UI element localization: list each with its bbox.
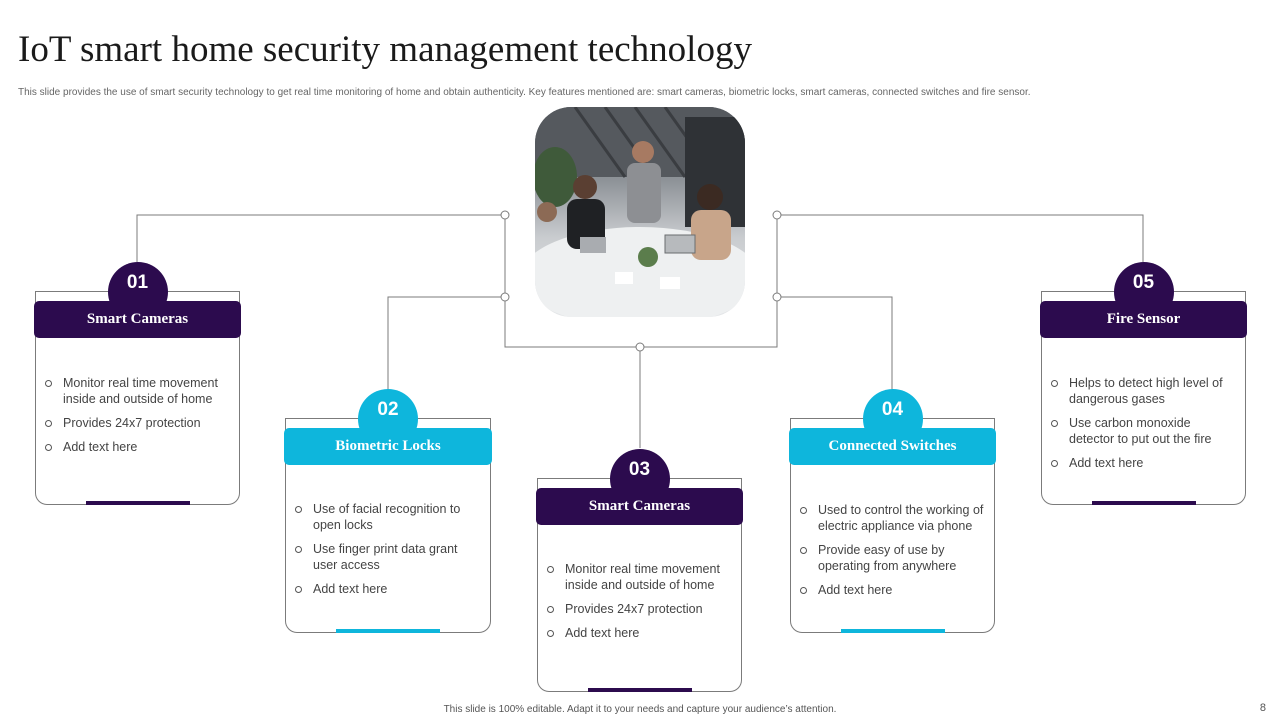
connector-node [772,292,782,302]
card-title: Smart Cameras [536,488,743,525]
page-number: 8 [1259,702,1266,714]
card-title: Connected Switches [789,428,996,465]
card-accent-bar [336,629,440,633]
card-title: Smart Cameras [34,301,241,338]
list-item: Use finger print data grant user access [294,541,480,573]
feature-list: Use of facial recognition to open locks … [294,501,480,605]
list-item: Add text here [294,581,480,597]
team-meeting-photo [535,107,745,317]
connector-node [500,292,510,302]
connector-node [635,342,645,352]
list-item: Use carbon monoxide detector to put out … [1050,415,1235,447]
feature-card-fire-sensor: 05 Fire Sensor Helps to detect high leve… [1040,262,1247,505]
connector-node [500,210,510,220]
slide-subtitle: This slide provides the use of smart sec… [18,87,1031,98]
list-item: Monitor real time movement inside and ou… [546,561,731,593]
list-item: Provides 24x7 protection [546,601,731,617]
list-item: Used to control the working of electric … [799,502,984,534]
list-item: Add text here [44,439,229,455]
list-item: Monitor real time movement inside and ou… [44,375,229,407]
list-item: Add text here [546,625,731,641]
list-item: Provides 24x7 protection [44,415,229,431]
feature-list: Monitor real time movement inside and ou… [44,375,229,463]
card-accent-bar [587,688,692,692]
feature-card-connected-switches: 04 Connected Switches Used to control th… [789,389,996,633]
card-title: Biometric Locks [284,428,492,465]
connector-node [772,210,782,220]
feature-card-biometric-locks: 02 Biometric Locks Use of facial recogni… [284,389,492,633]
slide-footer: This slide is 100% editable. Adapt it to… [443,704,837,715]
list-item: Use of facial recognition to open locks [294,501,480,533]
feature-card-smart-cameras: 01 Smart Cameras Monitor real time movem… [34,262,241,505]
feature-list: Used to control the working of electric … [799,502,984,606]
card-accent-bar [1091,501,1196,505]
list-item: Provide easy of use by operating from an… [799,542,984,574]
feature-card-smart-cameras-2: 03 Smart Cameras Monitor real time movem… [536,449,743,692]
card-accent-bar [840,629,945,633]
feature-list: Helps to detect high level of dangerous … [1050,375,1235,479]
card-title: Fire Sensor [1040,301,1247,338]
list-item: Add text here [1050,455,1235,471]
card-accent-bar [85,501,190,505]
list-item: Helps to detect high level of dangerous … [1050,375,1235,407]
list-item: Add text here [799,582,984,598]
slide-title: IoT smart home security management techn… [18,29,752,70]
feature-list: Monitor real time movement inside and ou… [546,561,731,649]
